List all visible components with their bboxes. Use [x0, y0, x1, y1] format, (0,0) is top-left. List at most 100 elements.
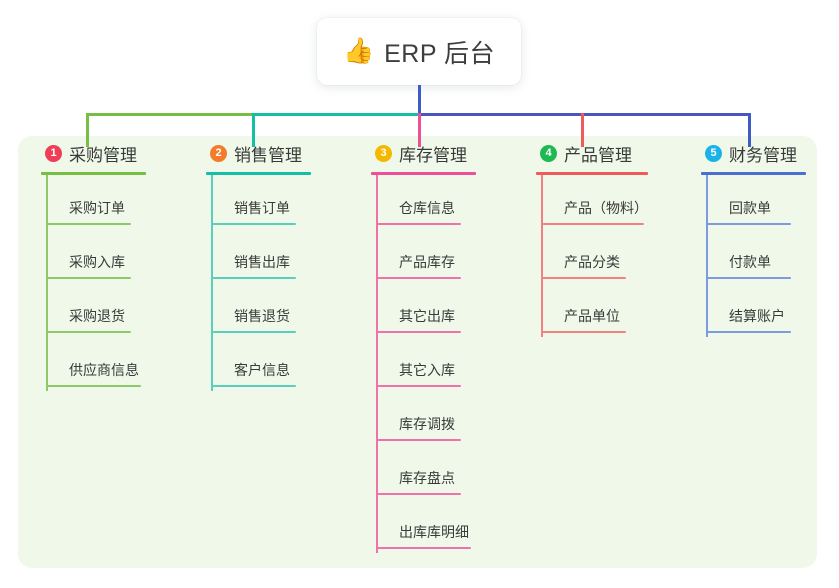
list-item-underline — [376, 385, 461, 387]
branch-items-1: 采购订单 采购入库 采购退货 供应商信息 — [41, 175, 191, 391]
list-item[interactable]: 产品（物料） — [536, 175, 696, 229]
list-item[interactable]: 销售退货 — [206, 283, 356, 337]
thumbs-up-icon: 👍 — [342, 37, 375, 65]
branch-column-4: 4 产品管理 产品（物料） 产品分类 产品单位 — [536, 140, 696, 337]
branch-items-2: 销售订单 销售出库 销售退货 客户信息 — [206, 175, 356, 391]
branch-badge-3: 3 — [375, 144, 392, 162]
list-item[interactable]: 采购入库 — [41, 229, 191, 283]
branch-badge-4: 4 — [540, 144, 557, 162]
list-item-underline — [541, 331, 626, 333]
branch-items-5: 回款单 付款单 结算账户 — [701, 175, 839, 337]
branch-underline-3 — [371, 172, 476, 175]
list-item[interactable]: 供应商信息 — [41, 337, 191, 391]
list-item-underline — [46, 331, 131, 333]
list-item-label: 回款单 — [729, 200, 771, 216]
list-item[interactable]: 付款单 — [701, 229, 839, 283]
list-item[interactable]: 回款单 — [701, 175, 839, 229]
list-item[interactable]: 采购退货 — [41, 283, 191, 337]
list-item-label: 仓库信息 — [399, 200, 455, 216]
connector-drop-col2 — [252, 113, 255, 147]
list-item-label: 库存盘点 — [399, 470, 455, 486]
connector-root-stem — [418, 85, 421, 114]
list-item-underline — [211, 385, 296, 387]
list-item[interactable]: 出库库明细 — [371, 499, 521, 553]
root-node[interactable]: 👍 ERP 后台 — [317, 18, 521, 85]
list-item-label: 产品库存 — [399, 254, 455, 270]
list-item-label: 付款单 — [729, 254, 771, 270]
branch-title-2: 销售管理 — [234, 145, 302, 165]
list-item-label: 其它出库 — [399, 308, 455, 324]
list-item[interactable]: 库存调拨 — [371, 391, 521, 445]
branch-column-1: 1 采购管理 采购订单 采购入库 采购退货 供应商信息 — [41, 140, 191, 391]
list-item[interactable]: 仓库信息 — [371, 175, 521, 229]
branch-header-3[interactable]: 3 库存管理 — [371, 140, 521, 166]
list-item-label: 出库库明细 — [399, 524, 469, 540]
list-item-underline — [46, 385, 141, 387]
list-item-underline — [541, 277, 626, 279]
list-item-underline — [376, 547, 471, 549]
list-item-underline — [211, 277, 296, 279]
list-item-label: 采购订单 — [69, 200, 125, 216]
list-item[interactable]: 销售订单 — [206, 175, 356, 229]
list-item-label: 产品单位 — [564, 308, 620, 324]
list-item[interactable]: 其它入库 — [371, 337, 521, 391]
branch-column-2: 2 销售管理 销售订单 销售出库 销售退货 客户信息 — [206, 140, 356, 391]
list-item-label: 销售订单 — [234, 200, 290, 216]
list-item-underline — [46, 223, 131, 225]
list-item[interactable]: 结算账户 — [701, 283, 839, 337]
branch-title-3: 库存管理 — [399, 145, 467, 165]
list-item-underline — [376, 331, 461, 333]
branch-header-4[interactable]: 4 产品管理 — [536, 140, 696, 166]
branch-header-2[interactable]: 2 销售管理 — [206, 140, 356, 166]
branch-underline-5 — [701, 172, 806, 175]
list-item-label: 采购退货 — [69, 308, 125, 324]
list-item[interactable]: 产品单位 — [536, 283, 696, 337]
branch-items-4: 产品（物料） 产品分类 产品单位 — [536, 175, 696, 337]
list-item[interactable]: 采购订单 — [41, 175, 191, 229]
list-item[interactable]: 销售出库 — [206, 229, 356, 283]
list-item-underline — [376, 493, 461, 495]
list-item-label: 产品分类 — [564, 254, 620, 270]
list-item[interactable]: 库存盘点 — [371, 445, 521, 499]
list-item-underline — [541, 223, 644, 225]
list-item[interactable]: 其它出库 — [371, 283, 521, 337]
branch-title-5: 财务管理 — [729, 145, 797, 165]
list-item-underline — [376, 223, 461, 225]
branch-spine-1 — [46, 175, 48, 391]
list-item[interactable]: 客户信息 — [206, 337, 356, 391]
branch-badge-2: 2 — [210, 144, 227, 162]
connector-drop-col4 — [581, 113, 584, 147]
branch-badge-5: 5 — [705, 144, 722, 162]
connector-drop-col5 — [748, 113, 751, 147]
connector-drop-col3 — [418, 113, 421, 147]
branch-spine-5 — [706, 175, 708, 337]
list-item-label: 库存调拨 — [399, 416, 455, 432]
branch-column-3: 3 库存管理 仓库信息 产品库存 其它出库 其它入库 库存调拨 — [371, 140, 521, 553]
branch-underline-2 — [206, 172, 311, 175]
branch-header-5[interactable]: 5 财务管理 — [701, 140, 839, 166]
list-item-label: 产品（物料） — [564, 200, 648, 216]
branch-underline-1 — [41, 172, 146, 175]
branch-spine-4 — [541, 175, 543, 337]
connector-bus-teal — [252, 113, 420, 116]
branch-column-5: 5 财务管理 回款单 付款单 结算账户 — [701, 140, 839, 337]
list-item-label: 客户信息 — [234, 362, 290, 378]
branch-header-1[interactable]: 1 采购管理 — [41, 140, 191, 166]
list-item-underline — [706, 277, 791, 279]
list-item[interactable]: 产品库存 — [371, 229, 521, 283]
list-item-label: 供应商信息 — [69, 362, 139, 378]
diagram-panel — [18, 136, 817, 568]
list-item-label: 采购入库 — [69, 254, 125, 270]
list-item-label: 销售退货 — [234, 308, 290, 324]
list-item-underline — [211, 223, 296, 225]
branch-underline-4 — [536, 172, 648, 175]
list-item-label: 结算账户 — [729, 308, 785, 324]
list-item-label: 销售出库 — [234, 254, 290, 270]
branch-title-4: 产品管理 — [564, 145, 632, 165]
branch-spine-2 — [211, 175, 213, 391]
branch-badge-1: 1 — [45, 144, 62, 162]
connector-bus-green — [86, 113, 254, 116]
root-node-title: ERP 后台 — [384, 39, 496, 68]
list-item[interactable]: 产品分类 — [536, 229, 696, 283]
